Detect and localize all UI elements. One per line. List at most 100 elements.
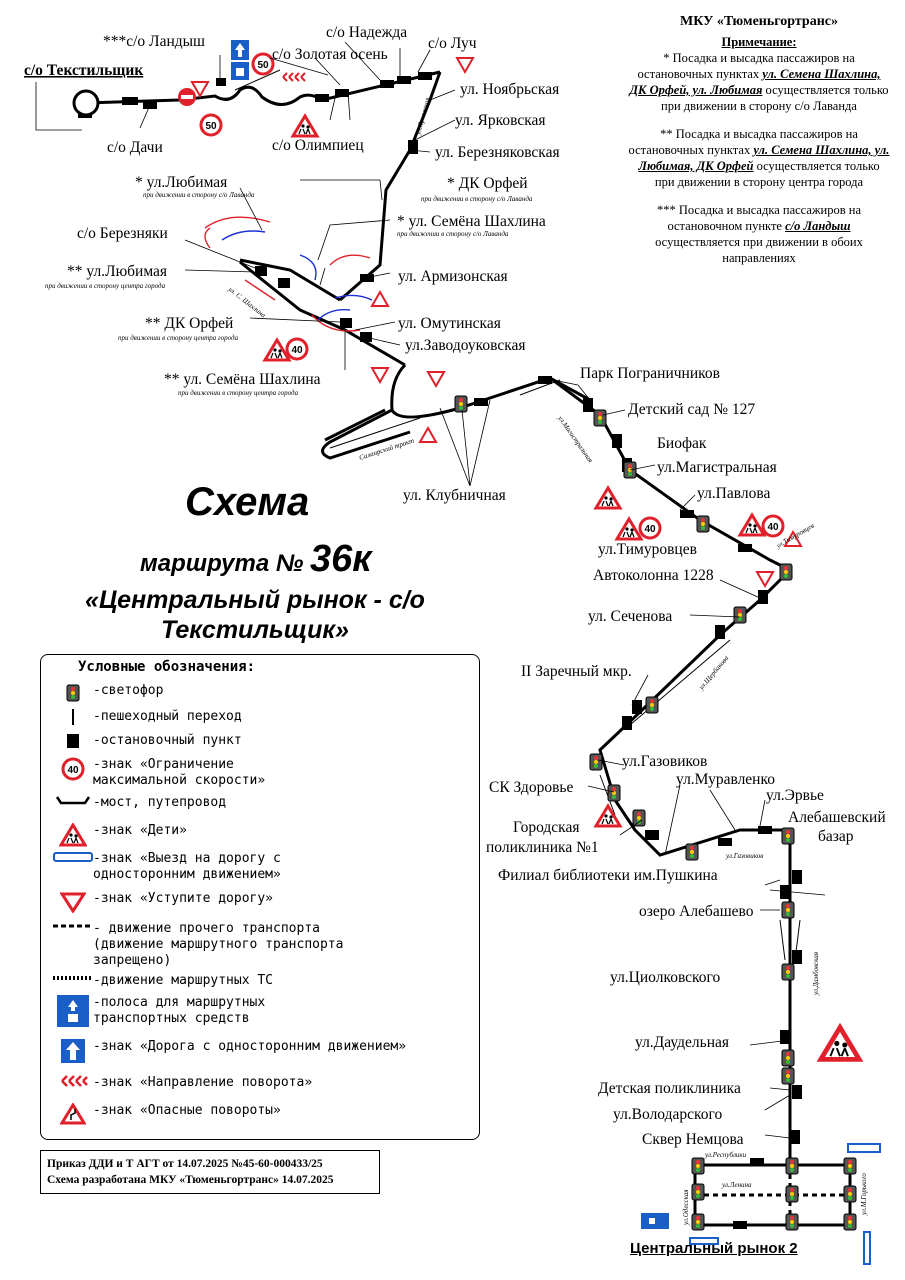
- legend-row-traffic-light: -светофор: [53, 683, 163, 703]
- stop-label-zolotaya-osen: с/о Золотая осень: [272, 46, 388, 63]
- stop-label-children-polyclinic: Детская поликлиника: [598, 1080, 741, 1097]
- stop-marker: [538, 376, 552, 384]
- stop-marker: [718, 838, 732, 846]
- legend-row-one-way-road: -знак «Дорога с односторонним движением»: [53, 1039, 406, 1063]
- stop-label-klubnichnaya: ул. Клубничная: [403, 487, 506, 504]
- legend-text: -знак «Дети»: [93, 823, 187, 838]
- stop-marker: [622, 716, 632, 730]
- legend-text: -знак «Опасные повороты»: [93, 1103, 281, 1118]
- legend-row-route-movement: -движение маршрутных ТС: [53, 973, 273, 989]
- svg-text:ул.М.Горького: ул.М.Горького: [860, 1173, 868, 1216]
- stop-label-lyubimaya-2: ** ул.Любимая: [67, 263, 167, 280]
- stop-marker: [645, 830, 659, 840]
- note-2-text: ** Посадка и высадка пассажиров на остан…: [628, 127, 858, 157]
- note-3-condition: осуществляется при движении в обоих напр…: [655, 235, 863, 265]
- stop-label-berezniaki: с/о Березняки: [77, 225, 168, 242]
- legend-row-yield: -знак «Уступите дорогу»: [53, 891, 273, 913]
- svg-text:ул.Магистральная: ул.Магистральная: [556, 414, 595, 464]
- stop-label-zavodoukovskaya: ул.Заводоуковская: [405, 337, 526, 354]
- legend-row-speed: 40 -знак «Ограничение максимальной скоро…: [53, 757, 265, 789]
- stop-marker: [758, 590, 768, 604]
- turn-direction-icon: [281, 72, 307, 82]
- stop-label-lyubimaya-1: * ул.Любимая: [135, 174, 227, 191]
- stop-marker: [750, 1158, 764, 1166]
- svg-text:ул.Дамбовская: ул.Дамбовская: [812, 952, 820, 996]
- stop-marker: [780, 1030, 790, 1044]
- legend-row-bridge: -мост, путепровод: [53, 795, 226, 811]
- legend-text: -знак «Ограничение максимальной скорости…: [93, 757, 266, 788]
- legend-text: -пешеходный переход: [93, 709, 242, 724]
- legend-row-one-way-exit: -знак «Выезд на дорогу с односторонним д…: [53, 851, 281, 883]
- stop-marker: [143, 100, 157, 109]
- stop-label-gazovikov: ул.Газовиков: [622, 753, 707, 770]
- lenina-dashed: [695, 1165, 850, 1225]
- speed-limit-icon: 40: [61, 757, 85, 781]
- svg-text:ул.Газовиков: ул.Газовиков: [725, 852, 763, 860]
- note-1-text: * Посадка и высадка пассажиров на остано…: [637, 51, 855, 81]
- pedestrian-crossing-icon: [72, 709, 74, 725]
- route-number-heading: маршрута № 36к: [140, 538, 372, 581]
- stop-label-alebashevo-lake: озеро Алебашево: [639, 903, 754, 920]
- speed-limit-signs: 50 50 40 40 40: [199, 52, 785, 540]
- note-2-condition: осуществляется только при движении в сто…: [654, 159, 880, 189]
- stop-marker: [790, 1130, 800, 1144]
- dangerous-turns-icon: [60, 1103, 86, 1125]
- traffic-arrows: [204, 216, 373, 332]
- svg-text:ул.Республики: ул.Республики: [704, 1151, 747, 1159]
- note-1: * Посадка и высадка пассажиров на остано…: [628, 50, 890, 114]
- note-3-text: *** Посадка и высадка пассажиров на оста…: [656, 203, 862, 233]
- stop-label-landysh: ***с/о Ландыш: [103, 33, 205, 50]
- one-way-exit-icon: [863, 1231, 871, 1265]
- turn-direction-icon: [58, 1075, 88, 1087]
- stop-label-park-pogranichnikov: Парк Пограничников: [580, 365, 720, 382]
- stop-marker: [780, 885, 790, 899]
- stop-label-shakhlina-1: * ул. Семёна Шахлина: [397, 213, 546, 230]
- stop-label-luch: с/о Луч: [428, 35, 477, 52]
- svg-text:ул.Щербакова: ул.Щербакова: [697, 654, 731, 692]
- note-2-stops: ул. Семена Шахлина, ул. Любимая, ДК Орфе…: [638, 143, 890, 173]
- stop-label-yarkovskaya: ул. Ярковская: [455, 112, 546, 129]
- legend-row-children: -знак «Дети»: [53, 823, 187, 847]
- legend-text: -знак «Направление поворота»: [93, 1075, 313, 1090]
- stop-marker: [632, 700, 642, 714]
- stop-marker: [122, 97, 138, 105]
- legend-text: -знак «Уступите дорогу»: [93, 891, 274, 906]
- one-way-road-icon: [61, 1039, 85, 1063]
- stop-label-omutinskaya: ул. Омутинская: [398, 315, 501, 332]
- stop-label-shakhlina-2: ** ул. Семёна Шахлина: [164, 371, 321, 388]
- legend-text: -остановочный пункт: [93, 733, 242, 748]
- stop-label-polyclinic-2: поликлиника №1: [486, 839, 599, 856]
- svg-text:40: 40: [291, 345, 303, 356]
- legend-row-other-traffic: - движение прочего транспорта (движение …: [53, 921, 343, 969]
- footer-developer: Схема разработана МКУ «Тюменьгортранс» 1…: [47, 1174, 334, 1186]
- stop-labels: с/о Текстильщик с/о Дачи ***с/о Ландыш с…: [24, 24, 886, 1148]
- stop-sub-shakhlina-2: при движении в сторону центра города: [178, 389, 299, 397]
- svg-text:50: 50: [205, 121, 217, 132]
- stop-label-polyclinic-1: Городская: [513, 819, 579, 836]
- note-1-stops: ул. Семена Шахлина, ДК Орфей, ул. Любима…: [629, 67, 881, 97]
- stop-label-pushkin-library: Филиал библиотеки им.Пушкина: [498, 867, 718, 884]
- stop-label-timurovtsev: ул.Тимуровцев: [598, 541, 697, 558]
- bus-lane-icon: [641, 1213, 669, 1229]
- stop-marker: [612, 434, 622, 448]
- legend-text: -знак «Дорога с односторонним движением»: [93, 1039, 407, 1054]
- stop-label-dk-orfey-1: * ДК Орфей: [447, 175, 528, 192]
- misc-signs: [178, 40, 881, 1265]
- note-3-stops: с/о Ландыш: [785, 219, 851, 233]
- stop-label-muravlenko: ул.Муравленко: [676, 771, 775, 788]
- footer-box: Приказ ДДИ и Т АГТ от 14.07.2025 №45-60-…: [40, 1150, 380, 1194]
- legend-row-bus-lane: -полоса для маршрутных транспортных сред…: [53, 995, 265, 1027]
- route-prefix: маршрута №: [140, 550, 304, 577]
- stop-label-dk-orfey-2: ** ДК Орфей: [145, 315, 233, 332]
- stop-sub-dk-orfey-2: при движении в сторону центра города: [118, 334, 239, 342]
- stop-label-pavlova: ул.Павлова: [697, 485, 770, 502]
- stop-label-ervye: ул.Эрвье: [766, 787, 824, 804]
- legend-row-dangerous-turns: -знак «Опасные повороты»: [53, 1103, 281, 1125]
- stop-label-alebashevsky-2: базар: [818, 828, 854, 845]
- svg-text:ул.Одесская: ул.Одесская: [682, 1190, 690, 1227]
- route-movement-icon: [53, 976, 93, 980]
- stop-marker: [758, 826, 772, 834]
- organization-name: МКУ «Тюменьгортранс»: [680, 14, 838, 29]
- one-way-exit-icon: [53, 852, 93, 862]
